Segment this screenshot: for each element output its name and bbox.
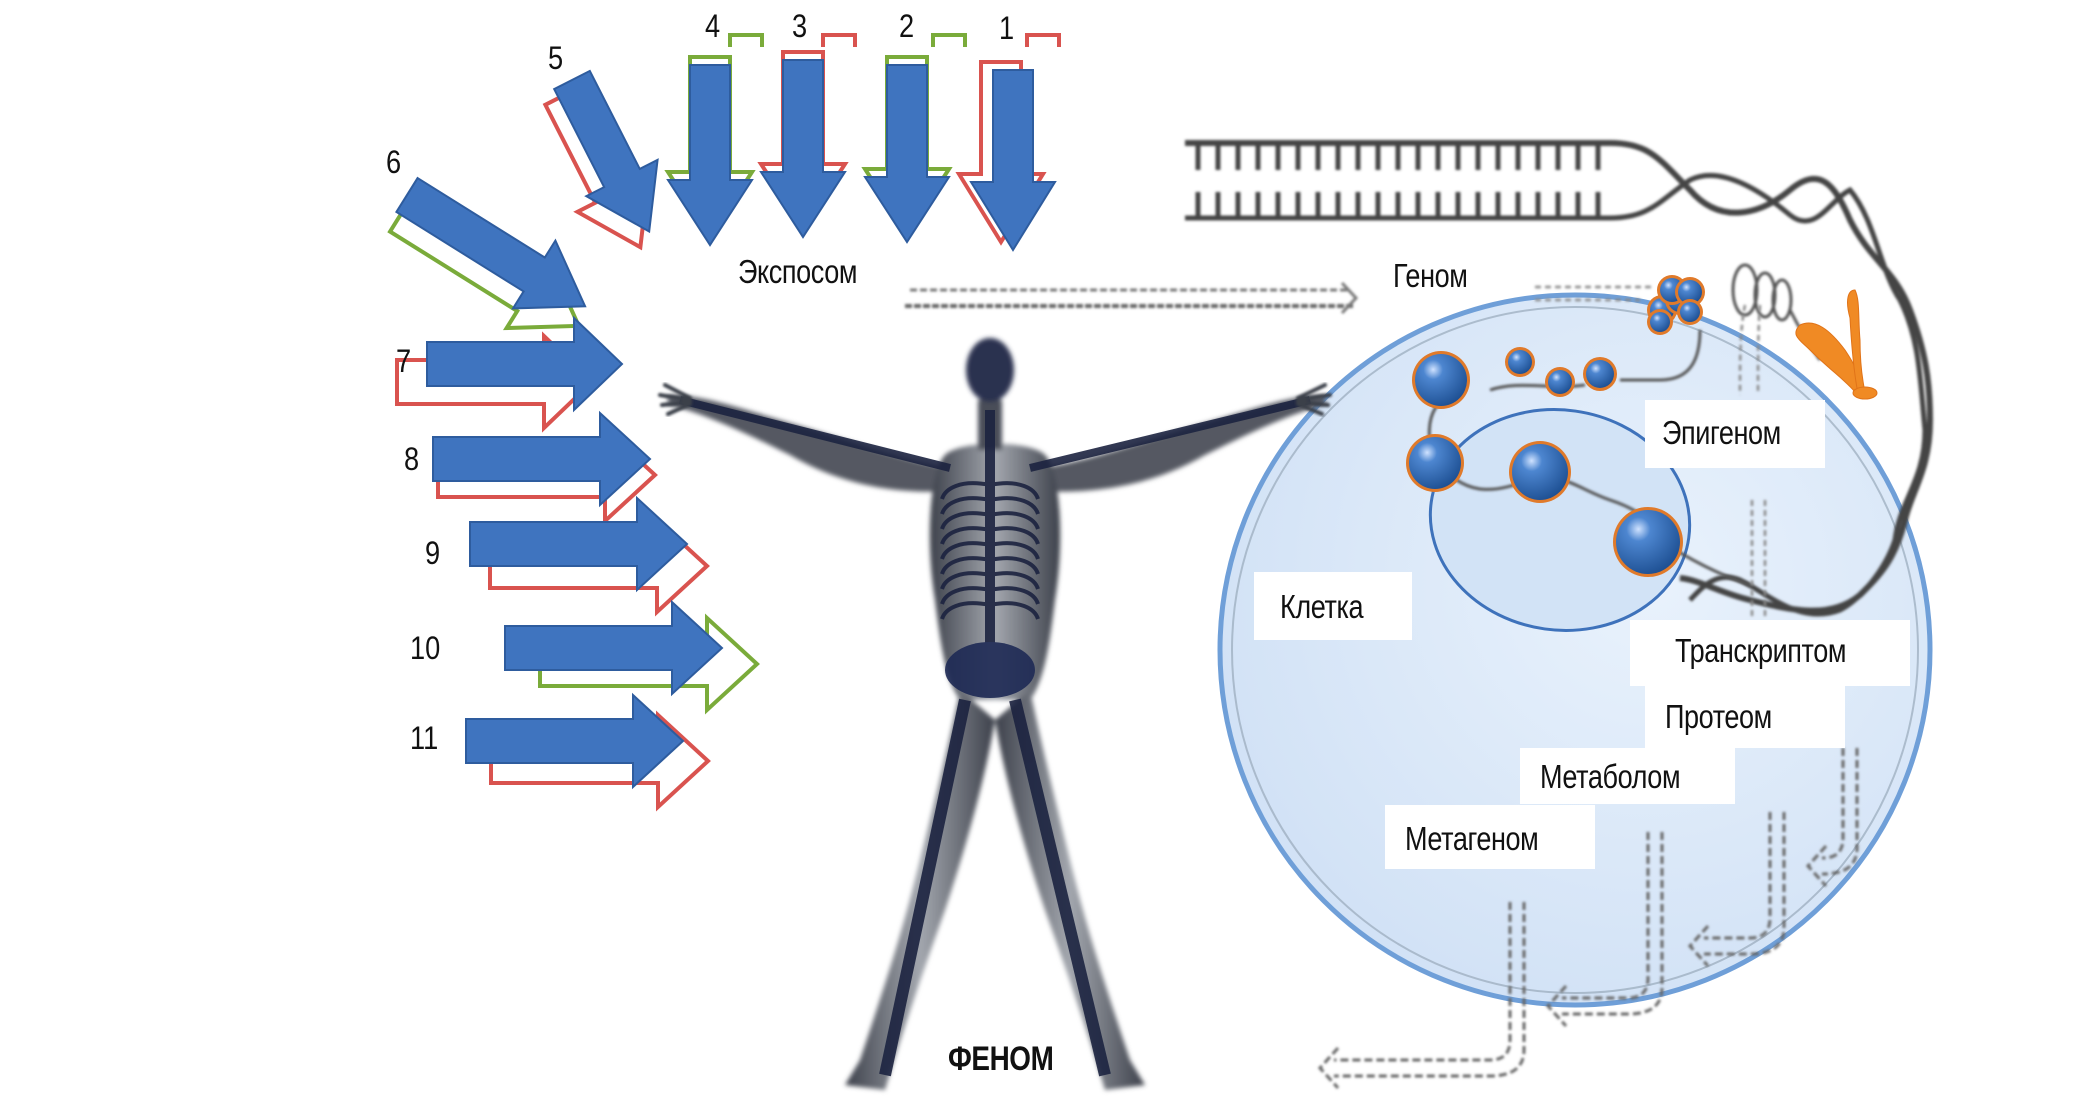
arrow-body [465,692,685,790]
arrow-number-11: 11 [410,720,439,756]
nucleosome-icon [1412,351,1470,409]
rib [940,526,991,545]
rib [989,541,1040,560]
rib [989,511,1040,530]
exposome-label: Экспосом [738,253,858,290]
transcriptome-label: Транскриптом [1675,632,1847,669]
arrow-body [666,64,754,247]
transcriptome-label-box [1630,620,1910,686]
exposure-arrow-7 [395,315,624,433]
exposure-arrow-11 [465,692,711,812]
rib [940,601,991,620]
metabolome-label-box [1520,748,1735,804]
rib [989,481,1040,500]
arrow-body [863,64,951,244]
arrow-number-3: 3 [792,8,808,44]
nucleosome-icon [1583,357,1617,391]
proteome-label-box [1645,686,1845,748]
arrow-body [552,69,659,234]
exposure-arrow-5 [542,69,659,251]
arrow-body [395,176,587,310]
nucleosome-icon [1545,367,1575,397]
nucleosome-icon [1509,441,1571,503]
arrow-number-1: 1 [999,10,1015,46]
nucleosome-icon [1647,309,1673,335]
bracket-mark [931,33,967,47]
dna-strand [1185,140,1934,617]
return-arrow-3 [1545,832,1664,1028]
exposome-to-genome-arrow [905,281,1359,315]
rib [989,526,1040,545]
metagenome-label: Метагеном [1405,820,1539,857]
arrow-number-8: 8 [404,441,420,477]
arrow-body [759,59,847,239]
exposure-arrow-10 [504,599,760,715]
proteome-label: Протеом [1665,698,1772,735]
metagenome-label-box [1385,805,1595,869]
nucleus [1428,408,1692,632]
arrow-body [969,69,1057,252]
cell-label: Клетка [1280,588,1364,625]
rib [940,496,991,515]
cell-label-box [1254,572,1412,640]
genome-label: Геном [1393,257,1468,294]
rib [989,601,1040,620]
rib [940,571,991,590]
phenome-title: ФЕНОМ [948,1040,1054,1078]
return-arrow-1 [1805,748,1859,888]
nucleosome-icon [1406,434,1464,492]
exposure-arrow-8 [432,410,658,526]
nucleosome-icon [1613,507,1683,577]
arrow-number-2: 2 [899,8,915,44]
bracket-mark [728,33,764,47]
epigenome-label: Эпигеном [1662,414,1781,451]
arrow-number-4: 4 [705,8,721,44]
exposure-arrow-6 [387,176,587,331]
arrow-body [426,315,624,413]
arrow-body [432,410,652,508]
metabolome-label: Метаболом [1540,758,1681,795]
epigenome-label-box [1645,400,1825,468]
rib [989,571,1040,590]
arrow-number-7: 7 [396,343,412,379]
nucleosome-icon [1675,277,1705,307]
exposure-arrow-9 [469,495,710,617]
rib [940,541,991,560]
exposure-arrow-4 [664,55,756,247]
nucleosome-icon [1677,299,1703,325]
rib [940,556,991,575]
arrow-number-5: 5 [548,40,564,76]
arrow-number-6: 6 [386,144,402,180]
rib [940,481,991,500]
arrow-number-10: 10 [410,630,441,666]
rib [989,586,1040,605]
human-figure [658,338,1332,1090]
return-arrow-2 [1687,812,1786,968]
rib [940,586,991,605]
bracket-mark [821,33,857,47]
arrow-number-9: 9 [425,535,441,571]
exposure-arrow-3 [757,50,849,239]
epigenome-dashed-path [1535,285,1767,620]
exposure-arrow-2 [861,55,953,244]
bracket-mark [1025,33,1061,47]
arrow-body [504,599,724,697]
protein-icon [1795,289,1878,400]
nucleosome-icon [1505,347,1535,377]
rib [989,556,1040,575]
arrow-body [469,495,689,593]
exposure-arrow-1 [955,60,1057,252]
return-arrow-4 [1317,902,1526,1090]
rib [940,511,991,530]
rib [989,496,1040,515]
